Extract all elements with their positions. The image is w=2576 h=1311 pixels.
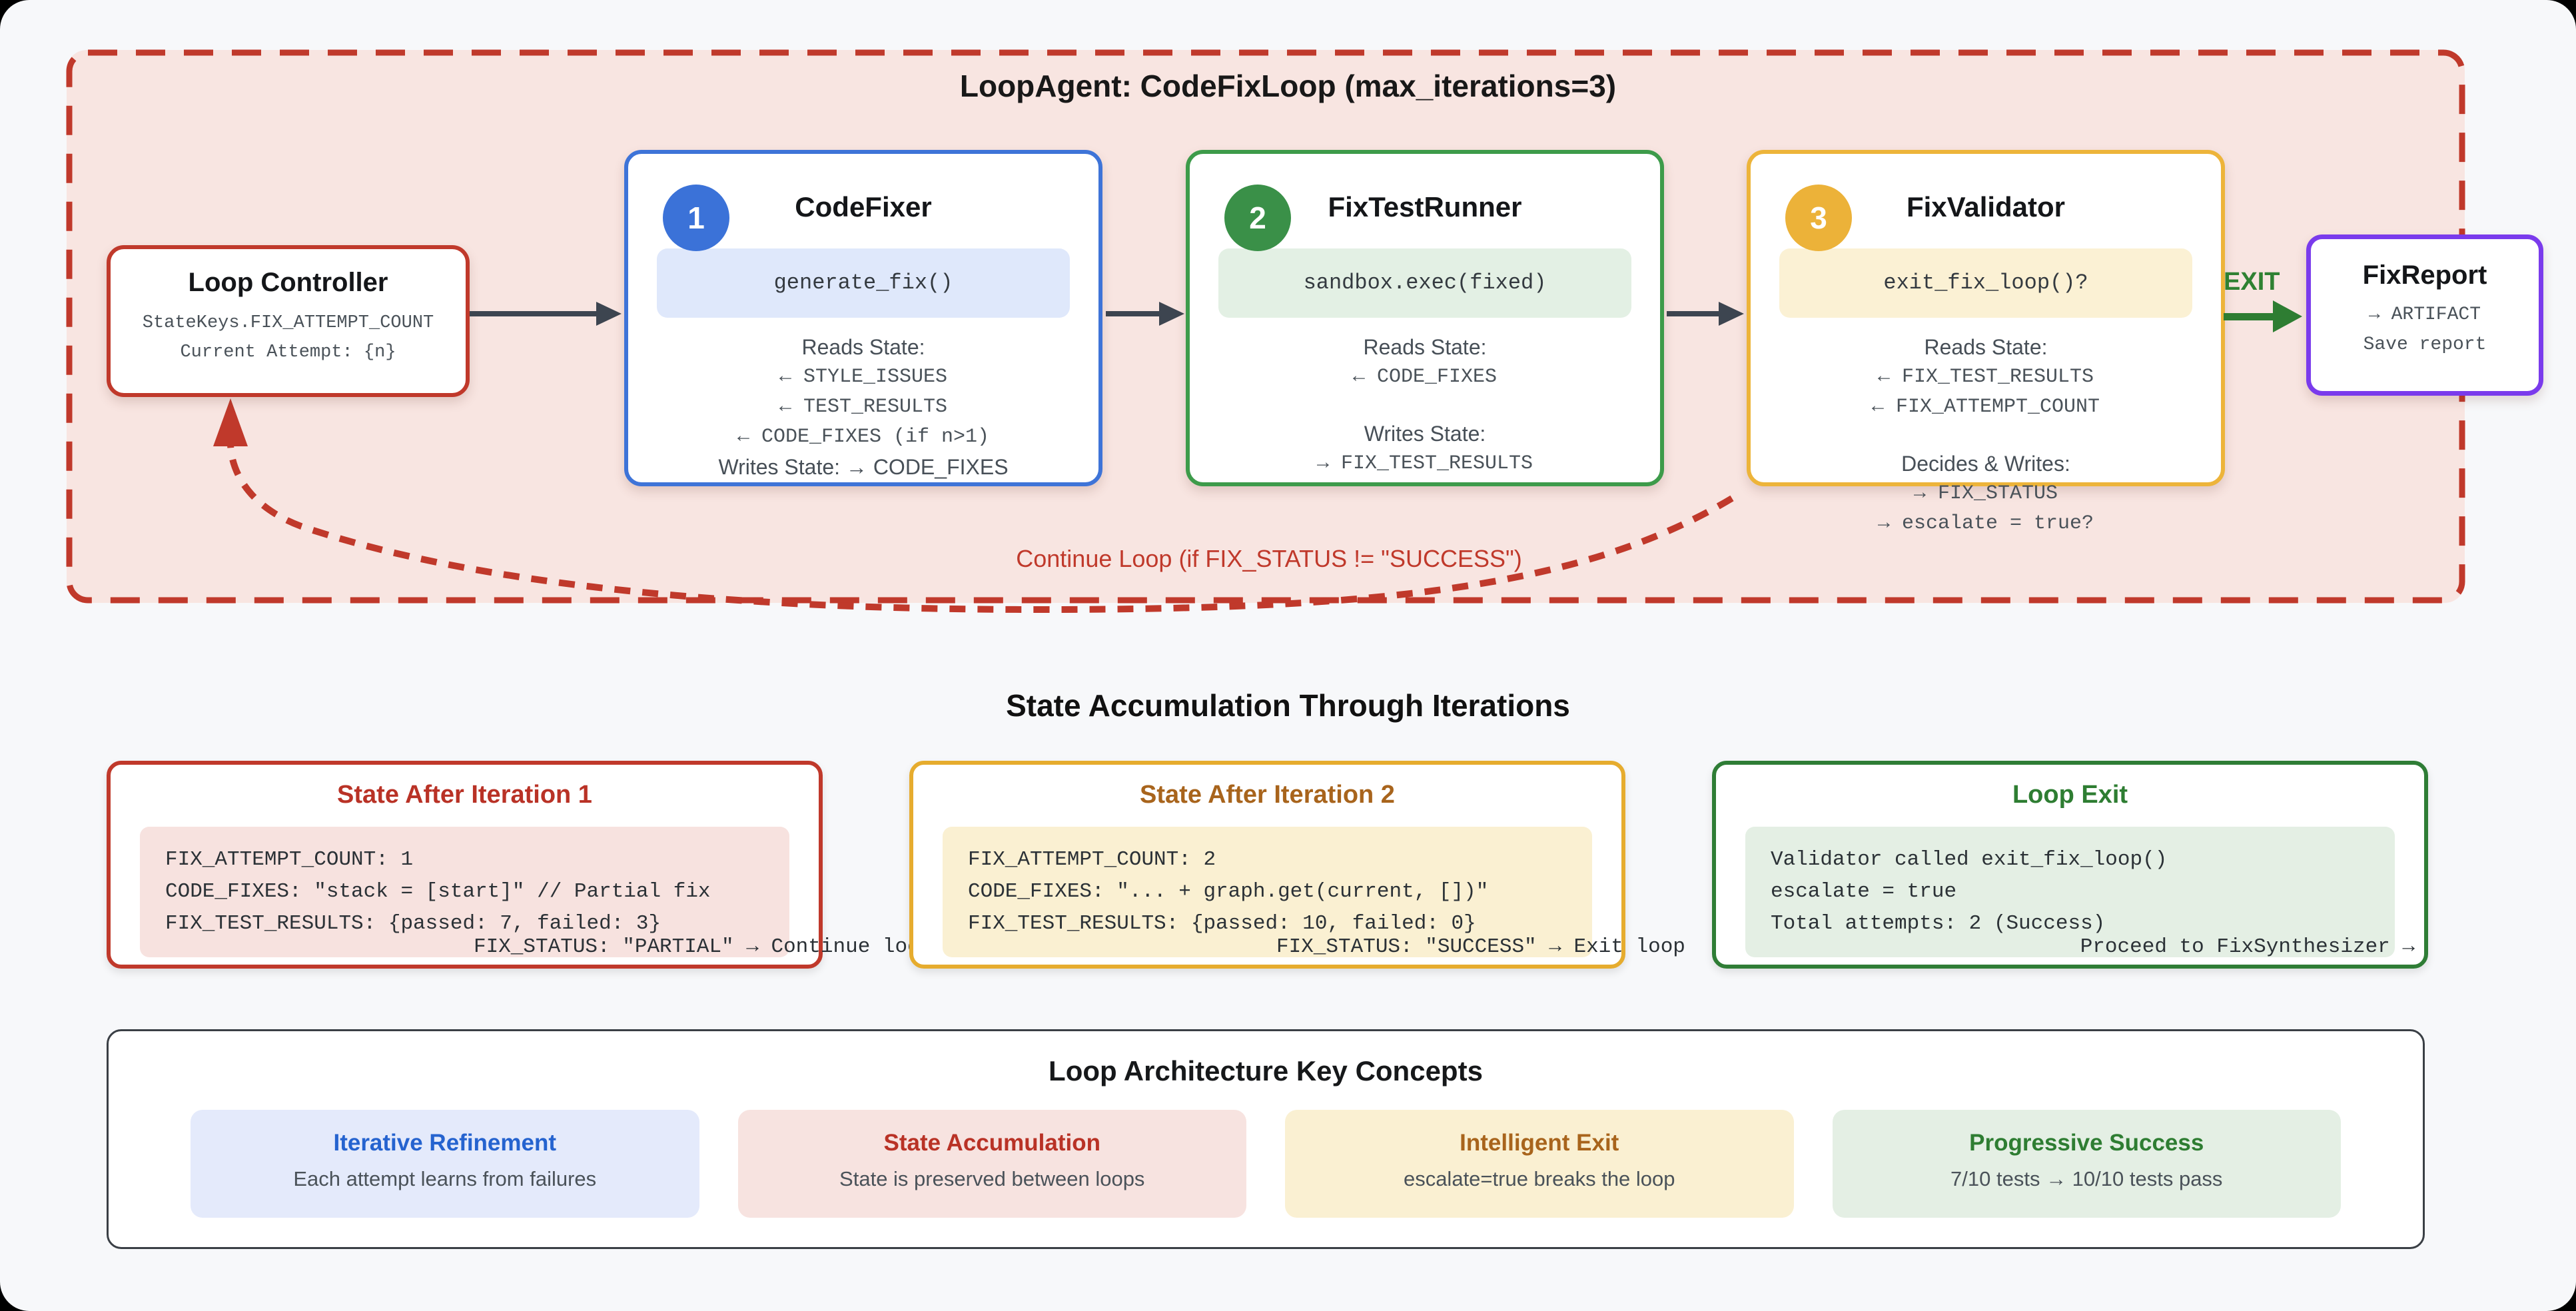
step-badge-1: 1 xyxy=(663,185,729,251)
fixreport-artifact: → ARTIFACT xyxy=(2368,304,2481,325)
fixreport-details: → ARTIFACT Save report xyxy=(2311,300,2539,360)
loop-container-title: LoopAgent: CodeFixLoop (max_iterations=3… xyxy=(959,69,1617,103)
concept-cards-row: Iterative Refinement Each attempt learns… xyxy=(191,1110,2341,1218)
arrow-controller-to-codefixer-icon xyxy=(470,302,622,326)
agent-box-codefixer: 1 CodeFixer generate_fix() Reads State: … xyxy=(624,150,1102,486)
loop-controller-title: Loop Controller xyxy=(188,268,388,297)
agent-method-pill: exit_fix_loop()? xyxy=(1779,248,2192,318)
agent-method-pill: generate_fix() xyxy=(657,248,1070,318)
writes-state-item: → FIX_STATUS xyxy=(1913,482,2058,505)
state-code-block: FIX_ATTEMPT_COUNT: 1 CODE_FIXES: "stack … xyxy=(140,827,789,957)
decides-writes-label: Decides & Writes: xyxy=(1901,452,2070,476)
arrow-testrunner-to-validator-icon xyxy=(1667,302,1744,326)
state-code-block: FIX_ATTEMPT_COUNT: 2 CODE_FIXES: "... + … xyxy=(943,827,1592,957)
exit-arrow-icon xyxy=(2224,300,2302,332)
loop-controller-box: Loop Controller StateKeys.FIX_ATTEMPT_CO… xyxy=(107,245,470,397)
step-badge-2: 2 xyxy=(1224,185,1291,251)
concept-card-state-accumulation: State Accumulation State is preserved be… xyxy=(737,1110,1246,1218)
concept-card-desc: escalate=true breaks the loop xyxy=(1403,1167,1675,1190)
agent-box-fixtestrunner: 2 FixTestRunner sandbox.exec(fixed) Read… xyxy=(1186,150,1664,486)
code-line: CODE_FIXES: "... + graph.get(current, []… xyxy=(968,880,1489,903)
code-line: FIX_TEST_RESULTS: {passed: 7, failed: 3} xyxy=(165,912,661,935)
state-box-iteration-1: State After Iteration 1 FIX_ATTEMPT_COUN… xyxy=(107,761,932,969)
code-line: Validator called exit_fix_loop() xyxy=(1771,848,2168,871)
writes-state-label: Writes State: xyxy=(1364,422,1486,446)
concept-card-intelligent-exit: Intelligent Exit escalate=true breaks th… xyxy=(1285,1110,1794,1218)
state-section-title: State Accumulation Through Iterations xyxy=(1006,688,1570,723)
reads-state-item: ← CODE_FIXES xyxy=(1352,366,1498,388)
concept-card-progressive-success: Progressive Success 7/10 tests → 10/10 t… xyxy=(1832,1110,2341,1218)
state-box-title: State After Iteration 2 xyxy=(1140,781,1395,809)
code-line: Total attempts: 2 (Success) xyxy=(1771,912,2106,935)
state-code-block: Validator called exit_fix_loop() escalat… xyxy=(1745,827,2395,957)
concept-card-title: State Accumulation xyxy=(883,1130,1100,1156)
state-box-title: State After Iteration 1 xyxy=(337,781,592,809)
fixreport-save: Save report xyxy=(2363,334,2487,355)
reads-state-item: ← FIX_TEST_RESULTS xyxy=(1877,366,2094,388)
code-line: FIX_ATTEMPT_COUNT: 1 xyxy=(165,848,414,871)
reads-state-label: Reads State: xyxy=(1363,335,1487,359)
reads-state-item: ← TEST_RESULTS xyxy=(779,396,948,418)
spacer xyxy=(1751,422,2221,449)
agent-state-rows: Reads State: ← STYLE_ISSUES ← TEST_RESUL… xyxy=(628,332,1098,482)
concept-card-iterative-refinement: Iterative Refinement Each attempt learns… xyxy=(191,1110,699,1218)
writes-state-label: Writes State: → CODE_FIXES xyxy=(718,455,1009,479)
concept-card-desc: 7/10 tests → 10/10 tests pass xyxy=(1950,1167,2223,1190)
loop-controller-details: StateKeys.FIX_ATTEMPT_COUNT Current Atte… xyxy=(111,308,466,367)
concept-card-desc: State is preserved between loops xyxy=(839,1167,1145,1190)
arrow-codefixer-to-testrunner-icon xyxy=(1106,302,1184,326)
reads-state-label: Reads State: xyxy=(801,335,925,359)
agent-method-pill: sandbox.exec(fixed) xyxy=(1218,248,1631,318)
code-line: FIX_ATTEMPT_COUNT: 2 xyxy=(968,848,1216,871)
state-status-line: FIX_STATUS: "PARTIAL" → Continue loop xyxy=(474,935,933,959)
concept-card-title: Intelligent Exit xyxy=(1460,1130,1619,1156)
reads-state-item: ← STYLE_ISSUES xyxy=(779,366,948,388)
code-line: FIX_TEST_RESULTS: {passed: 10, failed: 0… xyxy=(968,912,1476,935)
state-box-title: Loop Exit xyxy=(2012,781,2128,809)
writes-state-item: → FIX_TEST_RESULTS xyxy=(1316,452,1533,475)
reads-state-item: ← CODE_FIXES (if n>1) xyxy=(737,426,990,448)
key-concepts-title: Loop Architecture Key Concepts xyxy=(1049,1055,1483,1087)
key-concepts-panel: Loop Architecture Key Concepts Iterative… xyxy=(107,1029,2425,1249)
step-badge-3: 3 xyxy=(1785,185,1852,251)
continue-loop-label: Continue Loop (if FIX_STATUS != "SUCCESS… xyxy=(1016,545,1522,572)
code-line: CODE_FIXES: "stack = [start]" // Partial… xyxy=(165,880,711,903)
concept-card-title: Iterative Refinement xyxy=(333,1130,557,1156)
agent-box-fixvalidator: 3 FixValidator exit_fix_loop()? Reads St… xyxy=(1747,150,2225,535)
writes-state-item: → escalate = true? xyxy=(1877,512,2094,535)
state-box-loop-exit: Loop Exit Validator called exit_fix_loop… xyxy=(1712,761,2428,969)
agent-state-rows: Reads State: ← FIX_TEST_RESULTS ← FIX_AT… xyxy=(1751,332,2221,539)
concept-card-desc: Each attempt learns from failures xyxy=(293,1167,597,1190)
fixreport-box: FixReport → ARTIFACT Save report xyxy=(2306,234,2543,396)
spacer xyxy=(1190,392,1660,419)
reads-state-item: ← FIX_ATTEMPT_COUNT xyxy=(1871,396,2100,418)
state-proceed-line: Proceed to FixSynthesizer → xyxy=(2080,935,2415,959)
state-box-iteration-2: State After Iteration 2 FIX_ATTEMPT_COUN… xyxy=(909,761,1685,969)
code-line: escalate = true xyxy=(1771,880,1957,903)
state-status-line: FIX_STATUS: "SUCCESS" → Exit loop xyxy=(1276,935,1685,959)
exit-label: EXIT xyxy=(2224,268,2280,296)
fixreport-title: FixReport xyxy=(2362,260,2487,290)
loop-controller-statekey: StateKeys.FIX_ATTEMPT_COUNT xyxy=(142,313,434,333)
concept-card-title: Progressive Success xyxy=(1969,1130,2204,1156)
agent-state-rows: Reads State: ← CODE_FIXES Writes State: … xyxy=(1190,332,1660,479)
reads-state-label: Reads State: xyxy=(1924,335,2048,359)
loop-controller-attempt: Current Attempt: {n} xyxy=(180,342,396,362)
